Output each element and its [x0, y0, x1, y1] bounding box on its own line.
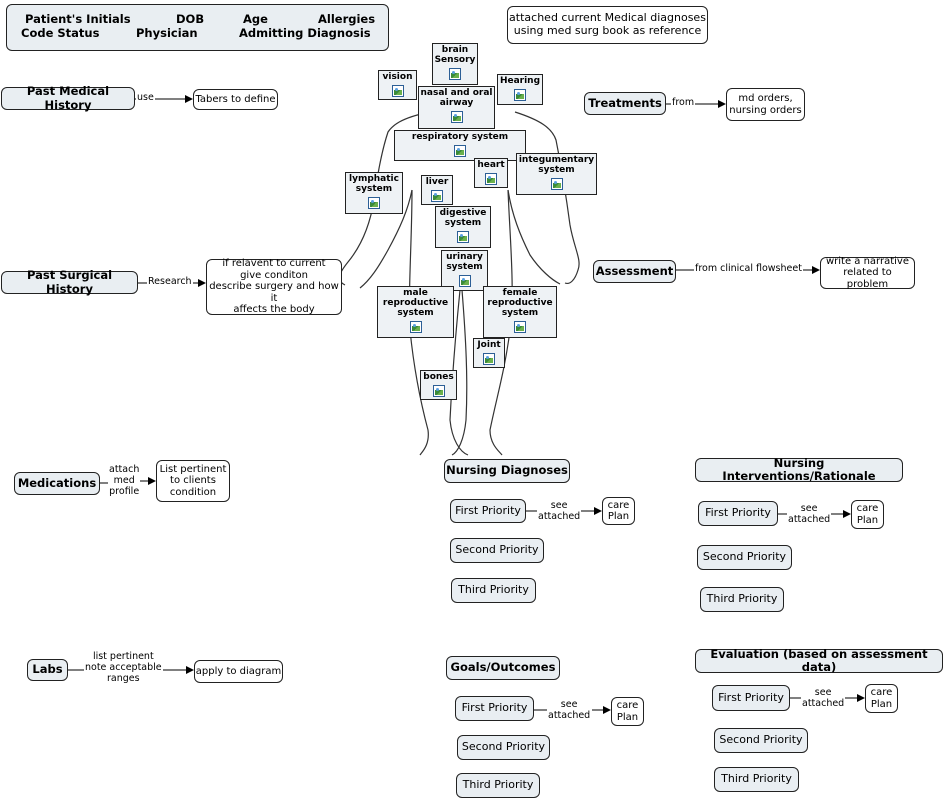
- medical-diagnoses-note[interactable]: attached current Medical diagnoses using…: [507, 6, 708, 44]
- go-care-plan[interactable]: care Plan: [611, 697, 644, 726]
- organ-male-reproductive[interactable]: male reproductive system: [377, 286, 454, 338]
- organ-hearing[interactable]: Hearing: [497, 74, 543, 105]
- image-icon[interactable]: [450, 110, 463, 123]
- go-third-priority[interactable]: Third Priority: [456, 773, 540, 798]
- treatments-node[interactable]: Treatments: [584, 92, 666, 115]
- tabers-node[interactable]: Tabers to define: [193, 89, 278, 110]
- nursing-interventions-node[interactable]: Nursing Interventions/Rationale: [695, 456, 903, 483]
- assessment-node[interactable]: Assessment: [593, 260, 676, 283]
- medications-node[interactable]: Medications: [14, 472, 100, 495]
- organ-vision-label: vision: [382, 72, 413, 82]
- image-icon[interactable]: [409, 320, 422, 333]
- image-icon[interactable]: [431, 189, 443, 202]
- ni-second-priority[interactable]: Second Priority: [697, 545, 792, 570]
- organ-nasal-label: nasal and oral airway: [420, 88, 493, 108]
- image-icon[interactable]: [432, 384, 445, 397]
- image-icon[interactable]: [449, 67, 461, 80]
- physician-label: Physician: [136, 26, 198, 40]
- nursing-diagnoses-node[interactable]: Nursing Diagnoses: [444, 459, 570, 483]
- organ-heart-label: heart: [477, 160, 505, 170]
- image-icon[interactable]: [514, 88, 526, 101]
- organ-joint[interactable]: Joint: [473, 338, 505, 368]
- organ-brain-label: brain Sensory: [434, 45, 476, 65]
- go-link-label: see attached: [547, 699, 592, 722]
- patient-info-box[interactable]: Patient's Initials DOB Age Allergies Cod…: [6, 4, 389, 51]
- go-first-priority[interactable]: First Priority: [455, 696, 534, 721]
- ev-third-priority[interactable]: Third Priority: [714, 767, 799, 792]
- organ-heart[interactable]: heart: [474, 158, 508, 188]
- organ-integumentary-label: integumentary system: [518, 155, 595, 175]
- surgery-description-node[interactable]: if relavent to current give conditon des…: [206, 258, 342, 315]
- image-icon[interactable]: [454, 144, 466, 157]
- nd-first-priority[interactable]: First Priority: [450, 499, 526, 523]
- pertinent-meds-node[interactable]: List pertinent to clients condition: [156, 460, 230, 502]
- narrative-node[interactable]: write a narrative related to problem: [820, 256, 915, 290]
- ni-third-priority[interactable]: Third Priority: [700, 587, 784, 612]
- image-icon[interactable]: [514, 320, 526, 333]
- organ-respiratory[interactable]: respiratory system: [394, 130, 526, 161]
- age-label: Age: [243, 12, 268, 26]
- image-icon[interactable]: [457, 230, 469, 243]
- code-status-label: Code Status: [21, 26, 100, 40]
- organ-digestive[interactable]: digestive system: [435, 206, 491, 248]
- ni-first-priority[interactable]: First Priority: [698, 501, 778, 526]
- nd-second-priority[interactable]: Second Priority: [450, 538, 544, 563]
- ni-link-label: see attached: [787, 503, 832, 526]
- nd-third-priority[interactable]: Third Priority: [451, 578, 536, 603]
- image-icon[interactable]: [485, 172, 497, 185]
- treatments-link-label: from: [671, 97, 696, 109]
- organ-brain[interactable]: brain Sensory: [432, 43, 478, 85]
- nd-care-plan[interactable]: care Plan: [602, 497, 635, 525]
- organ-digestive-label: digestive system: [439, 208, 487, 228]
- md-orders-node[interactable]: md orders, nursing orders: [726, 88, 805, 121]
- organ-integumentary[interactable]: integumentary system: [516, 153, 597, 195]
- past-surgical-history-node[interactable]: Past Surgical History: [1, 269, 138, 295]
- organ-liver[interactable]: liver: [421, 175, 453, 205]
- assessment-link-label: from clinical flowsheet: [694, 263, 803, 275]
- ni-care-plan[interactable]: care Plan: [851, 500, 884, 529]
- past-medical-link-label: use: [136, 92, 155, 104]
- organ-hearing-label: Hearing: [499, 76, 541, 86]
- organ-bones[interactable]: bones: [420, 370, 457, 400]
- image-icon[interactable]: [391, 84, 404, 97]
- organ-nasal-airway[interactable]: nasal and oral airway: [418, 86, 495, 129]
- admitting-diagnosis-label: Admitting Diagnosis: [239, 26, 371, 40]
- allergies-label: Allergies: [318, 12, 376, 26]
- organ-liver-label: liver: [425, 177, 449, 187]
- past-medical-history-node[interactable]: Past Medical History: [1, 85, 135, 111]
- organ-female-reproductive[interactable]: female reproductive system: [483, 286, 557, 338]
- organ-male-label: male reproductive system: [382, 288, 449, 318]
- organ-joint-label: Joint: [477, 340, 501, 350]
- ev-second-priority[interactable]: Second Priority: [714, 728, 808, 753]
- ev-care-plan[interactable]: care Plan: [865, 684, 898, 713]
- ev-first-priority[interactable]: First Priority: [712, 685, 790, 711]
- go-second-priority[interactable]: Second Priority: [457, 735, 550, 760]
- evaluation-node[interactable]: Evaluation (based on assessment data): [695, 647, 943, 674]
- organ-vision[interactable]: vision: [378, 70, 417, 100]
- dob-label: DOB: [176, 12, 205, 26]
- organ-urinary-label: urinary system: [446, 252, 483, 272]
- labs-link-label: list pertinent note acceptable ranges: [84, 651, 163, 685]
- image-icon[interactable]: [550, 177, 563, 190]
- image-icon[interactable]: [368, 196, 380, 209]
- past-surgical-link-label: Research: [147, 276, 193, 288]
- organ-lymphatic-label: lymphatic system: [349, 174, 399, 194]
- organ-female-label: female reproductive system: [487, 288, 553, 318]
- patient-initials-label: Patient's Initials: [25, 12, 131, 26]
- organ-urinary[interactable]: urinary system: [441, 250, 488, 291]
- organ-lymphatic[interactable]: lymphatic system: [345, 172, 403, 214]
- image-icon[interactable]: [483, 352, 495, 365]
- organ-respiratory-label: respiratory system: [411, 132, 509, 142]
- apply-to-diagram-node[interactable]: apply to diagram: [194, 660, 283, 683]
- nd-link-label: see attached: [537, 500, 582, 523]
- medications-link-label: attach med profile: [108, 464, 141, 498]
- organ-bones-label: bones: [423, 372, 454, 382]
- labs-node[interactable]: Labs: [27, 659, 68, 681]
- image-icon[interactable]: [458, 274, 471, 287]
- ev-link-label: see attached: [801, 687, 846, 710]
- goals-outcomes-node[interactable]: Goals/Outcomes: [446, 656, 560, 680]
